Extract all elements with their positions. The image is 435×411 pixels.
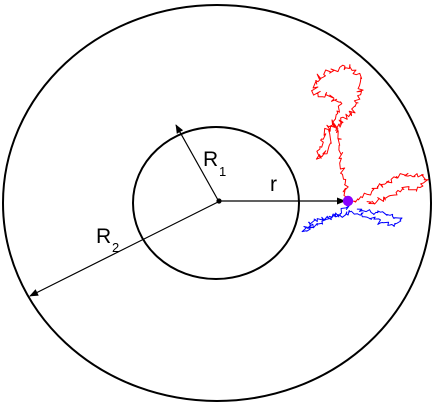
random-walks bbox=[301, 64, 429, 233]
outer-radius-label: R bbox=[96, 225, 111, 248]
upper-random-walk bbox=[311, 64, 364, 201]
outer-radius-arrow bbox=[29, 201, 219, 297]
distance-label: r bbox=[270, 173, 277, 196]
inner-circle bbox=[132, 126, 300, 280]
lower-random-walk bbox=[301, 205, 403, 233]
inner-radius-subscript: 1 bbox=[219, 164, 226, 179]
outer-circle bbox=[2, 4, 432, 402]
particle-marker bbox=[342, 195, 354, 207]
right-random-walk bbox=[349, 172, 429, 205]
outer-radius-subscript: 2 bbox=[112, 240, 119, 255]
inner-radius-arrow bbox=[175, 124, 219, 201]
inner-radius-label: R bbox=[203, 148, 218, 171]
